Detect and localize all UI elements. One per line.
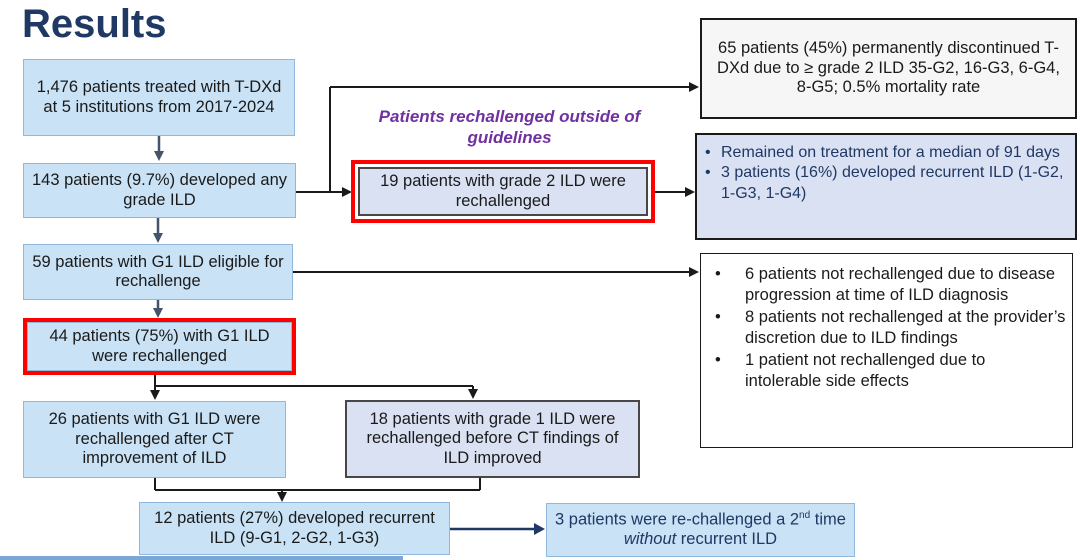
box-discontinued-text: 65 patients (45%) permanently discontinu… (717, 39, 1060, 97)
box-g1-rechallenged-highlighted: 44 patients (75%) with G1 ILD were recha… (23, 318, 296, 375)
not-rechallenged-reason-text: 6 patients not rechallenged due to disea… (745, 265, 1056, 305)
second-rechallenge-part1: 3 patients were re-challenged a 2 (555, 510, 800, 529)
not-rechallenged-reason-text: 1 patient not rechallenged due to intole… (745, 350, 986, 391)
annotation-outside-guidelines: Patients rechallenged outside of guideli… (378, 107, 641, 148)
box-g1-rechallenged-text: 44 patients (75%) with G1 ILD were recha… (49, 327, 270, 365)
box-second-rechallenge-text: 3 patients were re-challenged a 2nd time… (555, 510, 846, 549)
box-treated-text: 1,476 patients treated with T-DXd at 5 i… (36, 78, 282, 116)
box-rechallenged-before-ct: 18 patients with grade 1 ILD were rechal… (345, 400, 640, 478)
bullet-icon: • (705, 144, 711, 161)
grade2-outcome-text: Remained on treatment for a median of 91… (721, 144, 1060, 161)
bullet-icon: • (715, 350, 721, 369)
box-not-rechallenged-reasons: • 6 patients not rechallenged due to dis… (700, 253, 1073, 448)
box-recurrent-ild: 12 patients (27%) developed recurrent IL… (139, 502, 450, 555)
box-discontinued: 65 patients (45%) permanently discontinu… (700, 18, 1077, 119)
second-rechallenge-part3: recurrent ILD (676, 530, 778, 549)
box-recurrent-ild-text: 12 patients (27%) developed recurrent IL… (154, 509, 435, 547)
not-rechallenged-reason-text: 8 patients not rechallenged at the provi… (745, 307, 1066, 348)
box-grade2-rechallenged-inner: 19 patients with grade 2 ILD were rechal… (358, 167, 648, 216)
box-g1-eligible-text: 59 patients with G1 ILD eligible for rec… (32, 252, 284, 290)
not-rechallenged-reason-item: • 1 patient not rechallenged due to into… (715, 350, 1066, 393)
bullet-icon: • (715, 307, 721, 326)
bullet-icon: • (715, 265, 721, 283)
box-second-rechallenge: 3 patients were re-challenged a 2nd time… (546, 503, 855, 557)
box-rechallenged-after-ct: 26 patients with G1 ILD were rechallenge… (23, 401, 286, 478)
navy-connector (450, 523, 545, 535)
grade2-outcome-item: • Remained on treatment for a median of … (705, 143, 1069, 163)
box-g1-eligible: 59 patients with G1 ILD eligible for rec… (23, 244, 293, 300)
box-grade2-rechallenged-text: 19 patients with grade 2 ILD were rechal… (380, 172, 626, 210)
second-rechallenge-ordinal: nd (799, 510, 811, 522)
box-grade2-outcomes: • Remained on treatment for a median of … (695, 133, 1077, 240)
bullet-icon: • (705, 164, 711, 182)
grade2-outcome-item: • 3 patients (16%) developed recurrent I… (705, 163, 1069, 204)
second-rechallenge-part2: time (810, 510, 846, 529)
not-rechallenged-reason-item: • 6 patients not rechallenged due to dis… (715, 264, 1066, 307)
box-any-grade-ild: 143 patients (9.7%) developed any grade … (23, 163, 296, 218)
page-title: Results (22, 2, 167, 46)
box-treated-patients: 1,476 patients treated with T-DXd at 5 i… (23, 59, 295, 136)
box-any-grade-ild-text: 143 patients (9.7%) developed any grade … (32, 171, 288, 209)
box-rechallenged-before-ct-text: 18 patients with grade 1 ILD were rechal… (366, 409, 619, 467)
box-rechallenged-after-ct-text: 26 patients with G1 ILD were rechallenge… (48, 410, 261, 468)
not-rechallenged-reason-item: • 8 patients not rechallenged at the pro… (715, 307, 1066, 350)
second-rechallenge-emphasis: without (623, 530, 677, 549)
bottom-accent-strip (0, 556, 403, 560)
box-grade2-rechallenged-highlighted: 19 patients with grade 2 ILD were rechal… (351, 160, 655, 223)
grade2-outcome-text: 3 patients (16%) developed recurrent ILD… (721, 164, 1064, 202)
